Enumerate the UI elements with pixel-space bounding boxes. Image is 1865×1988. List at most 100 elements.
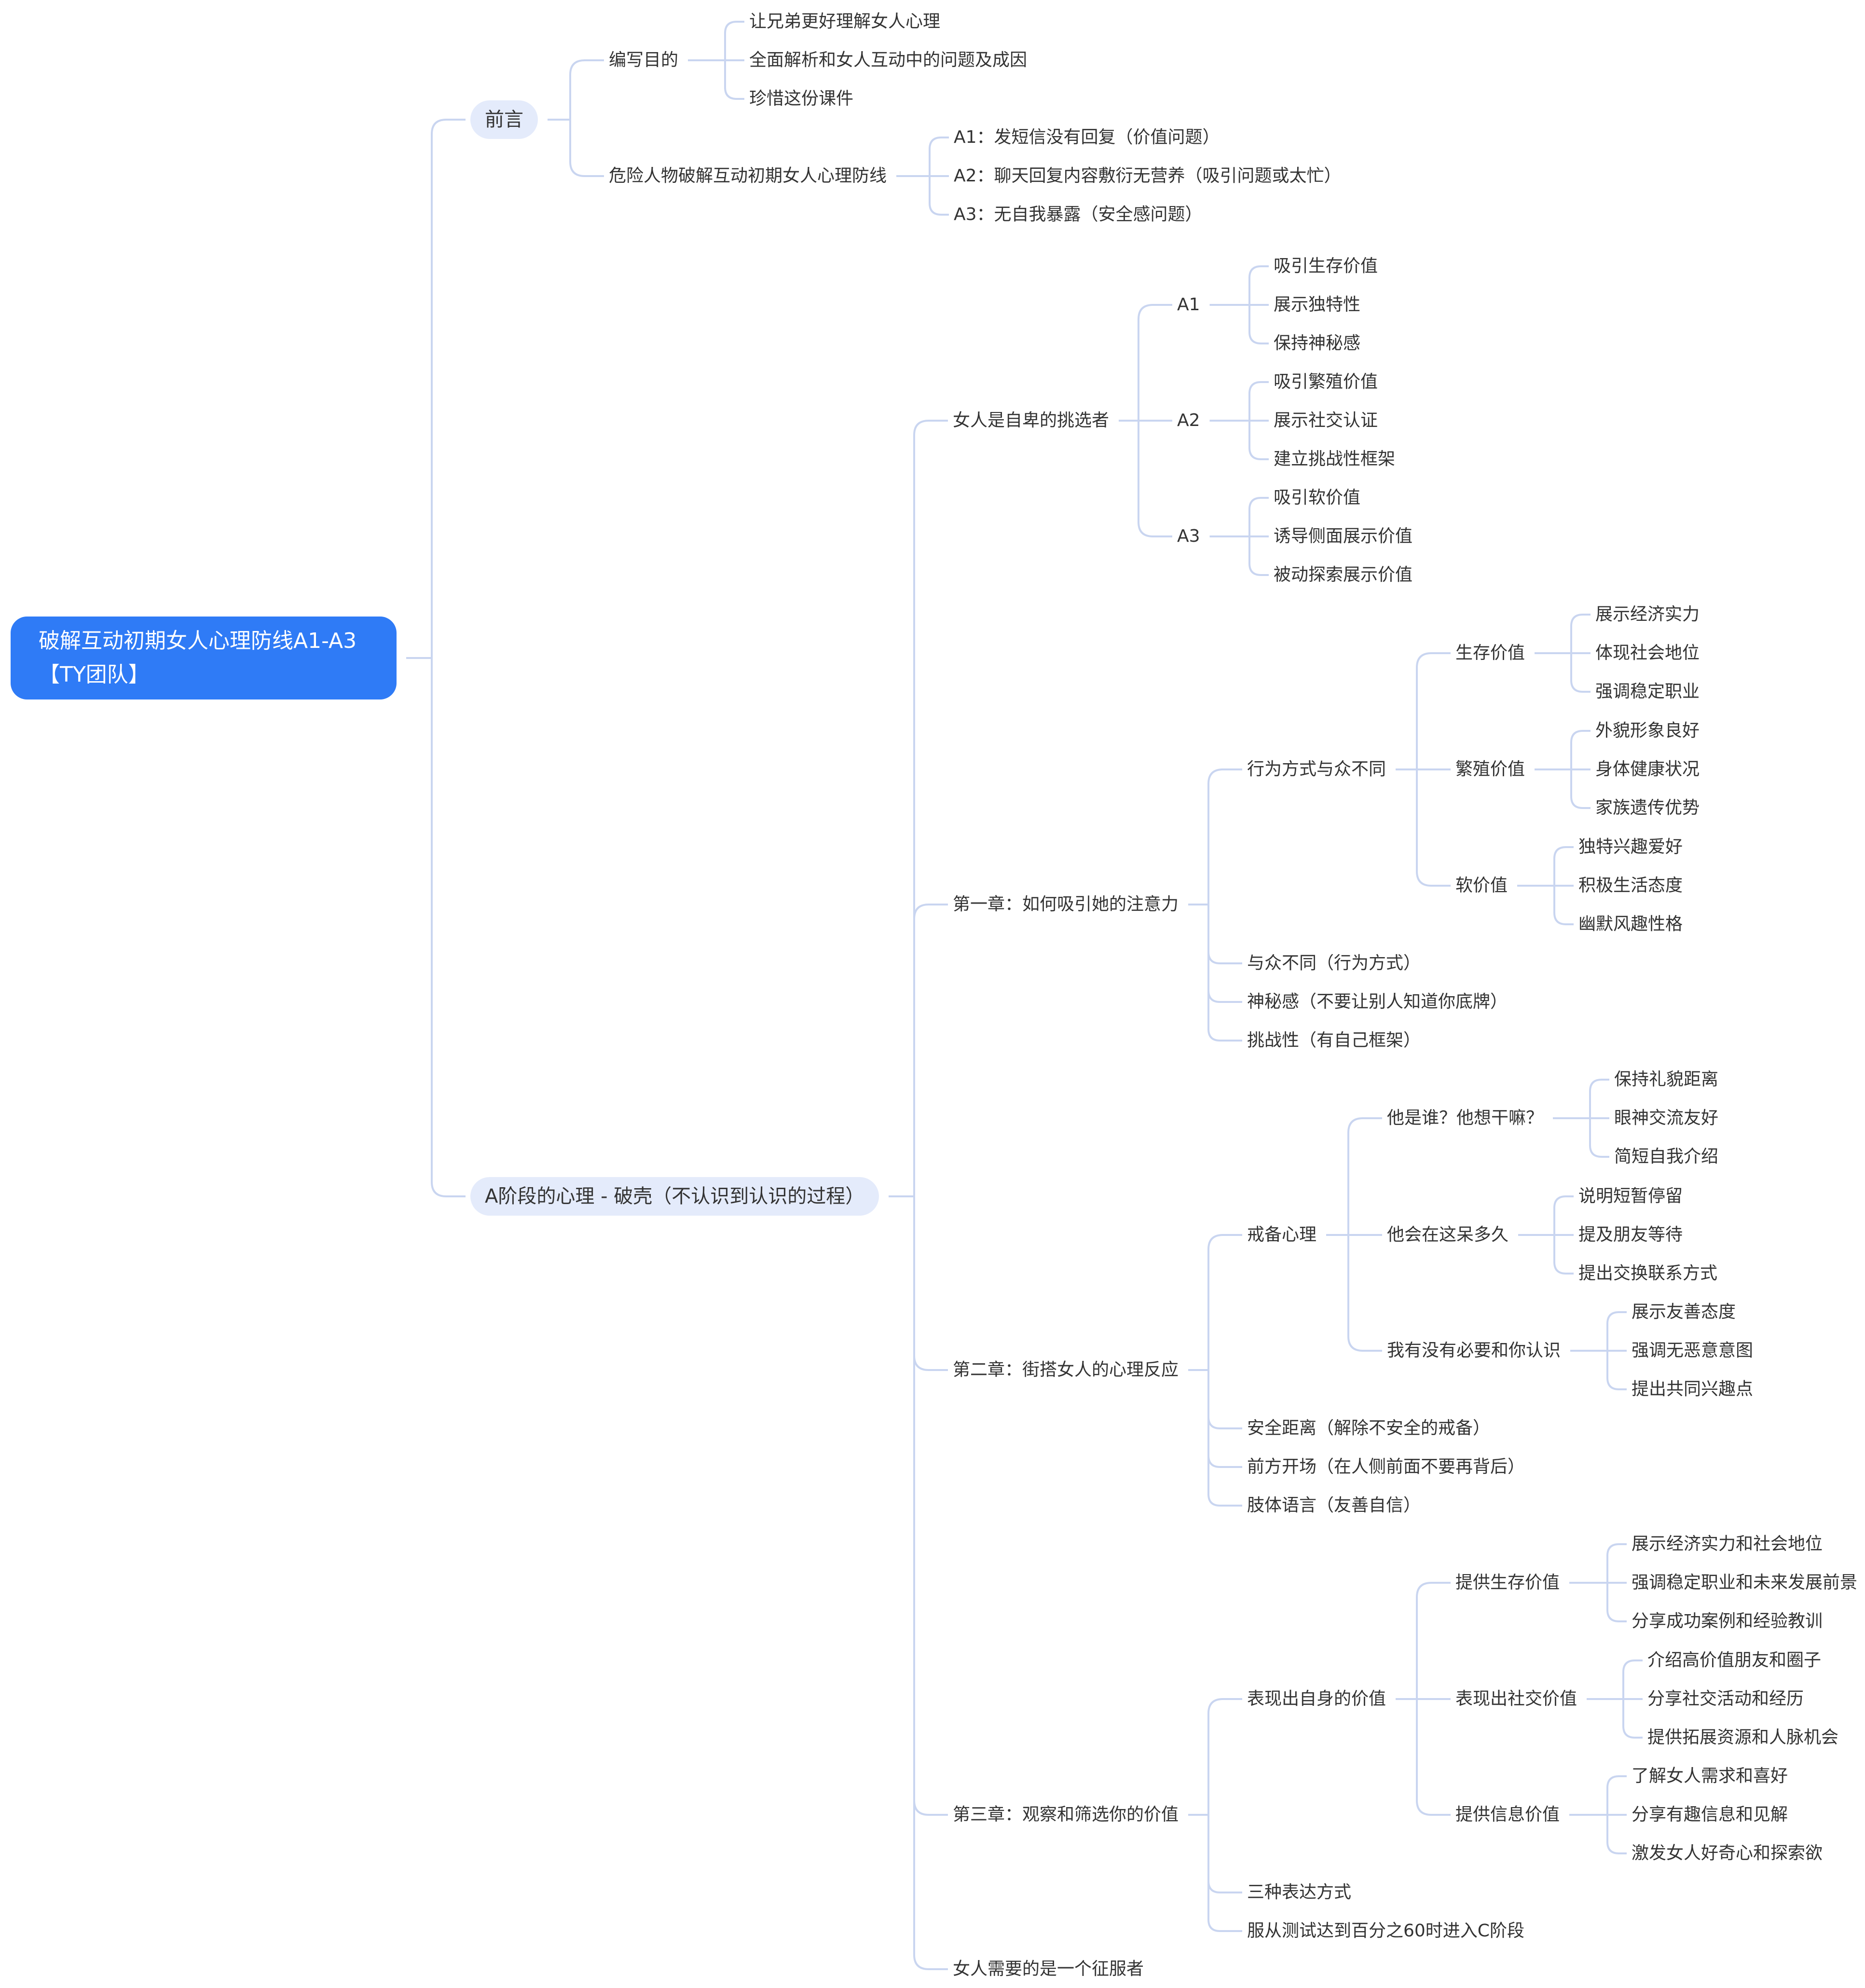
connector-surv3-leaf-2 [1569,1582,1627,1622]
leaf-surv1-0[interactable]: 展示经济实力 [1595,604,1700,624]
node-surv1[interactable]: 生存价值 [1455,643,1525,663]
node-show[interactable]: 表现出自身的价值 [1247,1689,1386,1709]
node-surv3[interactable]: 提供生存价值 [1455,1573,1560,1592]
connector-danger-leaf-2 [896,175,949,216]
node-ch3[interactable]: 第三章：观察和筛选你的价值 [953,1805,1179,1824]
leaf-a3-1[interactable]: 诱导侧面展示价值 [1274,526,1413,546]
node-danger[interactable]: 危险人物破解互动初期女人心理防线 [609,166,887,186]
leaf-surv3-2[interactable]: 分享成功案例和经验教训 [1632,1611,1823,1631]
connector-ch3-leaf-0 [1188,1814,1242,1893]
leaf-surv3-1[interactable]: 强调稳定职业和未来发展前景 [1632,1573,1858,1592]
node-breed1[interactable]: 繁殖价值 [1455,759,1525,779]
leaf-ch1-2[interactable]: 挑战性（有自己框架） [1247,1030,1421,1050]
connector-root-preface [406,119,466,659]
node-ch1[interactable]: 第一章：如何吸引她的注意力 [953,894,1179,914]
leaf-social3-0[interactable]: 介绍高价值朋友和圈子 [1647,1650,1822,1670]
connector-danger-leaf-0 [896,137,949,177]
leaf-soft1-1[interactable]: 积极生活态度 [1578,876,1683,895]
node-root[interactable]: 破解互动初期女人心理防线A1-A3【TY团队】 [11,617,397,699]
node-preface[interactable]: 前言 [470,100,538,139]
node-ch2[interactable]: 第二章：街搭女人的心理反应 [953,1360,1179,1380]
leaf-soft1-0[interactable]: 独特兴趣爱好 [1578,837,1683,857]
leaf-who-1[interactable]: 眼神交流友好 [1614,1108,1719,1128]
leaf-breed1-2[interactable]: 家族遗传优势 [1595,798,1700,818]
leaf-purpose-2[interactable]: 珍惜这份课件 [749,89,854,109]
leaf-a1-1[interactable]: 展示独特性 [1274,295,1361,315]
node-who[interactable]: 他是谁？他想干嘛？ [1387,1108,1544,1128]
node-stay[interactable]: 他会在这呆多久 [1387,1225,1509,1245]
node-conq[interactable]: 女人需要的是一个征服者 [953,1959,1144,1979]
leaf-need-0[interactable]: 展示友善态度 [1632,1302,1736,1322]
leaf-need-2[interactable]: 提出共同兴趣点 [1632,1379,1754,1399]
connector-ch3-leaf-1 [1188,1814,1242,1932]
leaf-who-2[interactable]: 简短自我介绍 [1614,1147,1719,1166]
leaf-ch2-0[interactable]: 安全距离（解除不安全的戒备） [1247,1418,1491,1438]
leaf-ch3-0[interactable]: 三种表达方式 [1247,1882,1352,1902]
node-guard[interactable]: 戒备心理 [1247,1225,1317,1245]
leaf-a2-0[interactable]: 吸引繁殖价值 [1274,372,1378,392]
connector-a2-leaf-0 [1209,381,1269,422]
node-stagea[interactable]: A阶段的心理 - 破壳（不认识到认识的过程） [470,1177,879,1216]
leaf-ch3-1[interactable]: 服从测试达到百分之60时进入C阶段 [1247,1921,1524,1941]
node-need[interactable]: 我有没有必要和你认识 [1387,1341,1561,1360]
leaf-breed1-1[interactable]: 身体健康状况 [1595,759,1700,779]
connector-purpose-leaf-0 [688,21,744,61]
leaf-surv1-2[interactable]: 强调稳定职业 [1595,682,1700,701]
leaf-need-1[interactable]: 强调无恶意意图 [1632,1341,1754,1360]
connector-preface-danger [548,119,604,177]
node-soft1[interactable]: 软价值 [1455,876,1508,895]
connector-surv1-leaf-0 [1535,614,1591,654]
leaf-ch1-0[interactable]: 与众不同（行为方式） [1247,953,1421,973]
node-a3[interactable]: A3 [1177,526,1200,546]
leaf-a1-0[interactable]: 吸引生存价值 [1274,256,1378,276]
leaf-soft1-2[interactable]: 幽默风趣性格 [1578,914,1683,934]
leaf-social3-1[interactable]: 分享社交活动和经历 [1647,1689,1804,1709]
leaf-ch2-1[interactable]: 前方开场（在人侧前面不要再背后） [1247,1457,1525,1477]
leaf-surv1-1[interactable]: 体现社会地位 [1595,643,1700,663]
connector-stagea-conq [889,1195,948,1970]
connector-ch1-leaf-0 [1188,904,1242,964]
leaf-social3-2[interactable]: 提供拓展资源和人脉机会 [1647,1728,1839,1747]
node-info3[interactable]: 提供信息价值 [1455,1805,1560,1824]
leaf-surv3-0[interactable]: 展示经济实力和社会地位 [1632,1534,1823,1554]
node-picker[interactable]: 女人是自卑的挑选者 [953,411,1110,430]
leaf-info3-2[interactable]: 激发女人好奇心和探索欲 [1632,1843,1823,1863]
leaf-who-0[interactable]: 保持礼貌距离 [1614,1069,1719,1089]
leaf-a2-1[interactable]: 展示社交认证 [1274,411,1378,430]
leaf-purpose-1[interactable]: 全面解析和女人互动中的问题及成因 [749,50,1028,70]
connector-stay-leaf-2 [1518,1234,1574,1275]
leaf-ch2-2[interactable]: 肢体语言（友善自信） [1247,1495,1421,1515]
leaf-a3-0[interactable]: 吸引软价值 [1274,488,1361,507]
leaf-danger-2[interactable]: A3：无自我暴露（安全感问题） [954,205,1203,224]
leaf-a1-2[interactable]: 保持神秘感 [1274,333,1361,353]
node-purpose[interactable]: 编写目的 [609,50,679,70]
connector-need-leaf-2 [1570,1350,1627,1390]
leaf-info3-0[interactable]: 了解女人需求和喜好 [1632,1766,1788,1786]
connector-ch3-show [1188,1698,1242,1816]
connector-ch2-leaf-1 [1188,1369,1242,1468]
leaf-a2-2[interactable]: 建立挑战性框架 [1274,449,1396,469]
leaf-stay-0[interactable]: 说明短暂停留 [1578,1186,1683,1206]
leaf-stay-1[interactable]: 提及朋友等待 [1578,1225,1683,1245]
leaf-ch1-1[interactable]: 神秘感（不要让别人知道你底牌） [1247,992,1508,1012]
connector-stay-leaf-0 [1518,1195,1574,1236]
leaf-danger-0[interactable]: A1：发短信没有回复（价值问题） [954,127,1220,147]
leaf-a3-2[interactable]: 被动探索展示价值 [1274,565,1413,585]
connector-a3-leaf-2 [1209,535,1269,576]
node-a2[interactable]: A2 [1177,411,1200,430]
connector-picker-a3 [1119,420,1172,537]
node-a1[interactable]: A1 [1177,295,1200,315]
leaf-danger-1[interactable]: A2：聊天回复内容敷衍无营养（吸引问题或太忙） [954,166,1342,186]
leaf-purpose-0[interactable]: 让兄弟更好理解女人心理 [749,12,941,31]
leaf-info3-1[interactable]: 分享有趣信息和见解 [1632,1805,1788,1824]
node-behav[interactable]: 行为方式与众不同 [1247,759,1386,779]
connector-soft1-leaf-0 [1517,846,1574,887]
leaf-breed1-0[interactable]: 外貌形象良好 [1595,721,1700,740]
connector-who-leaf-2 [1553,1117,1609,1158]
leaf-stay-2[interactable]: 提出交换联系方式 [1578,1263,1718,1283]
node-social3[interactable]: 表现出社交价值 [1455,1689,1577,1709]
connector-stagea-ch2 [889,1195,948,1371]
connector-who-leaf-0 [1553,1079,1609,1119]
connector-behav-surv1 [1396,652,1451,770]
